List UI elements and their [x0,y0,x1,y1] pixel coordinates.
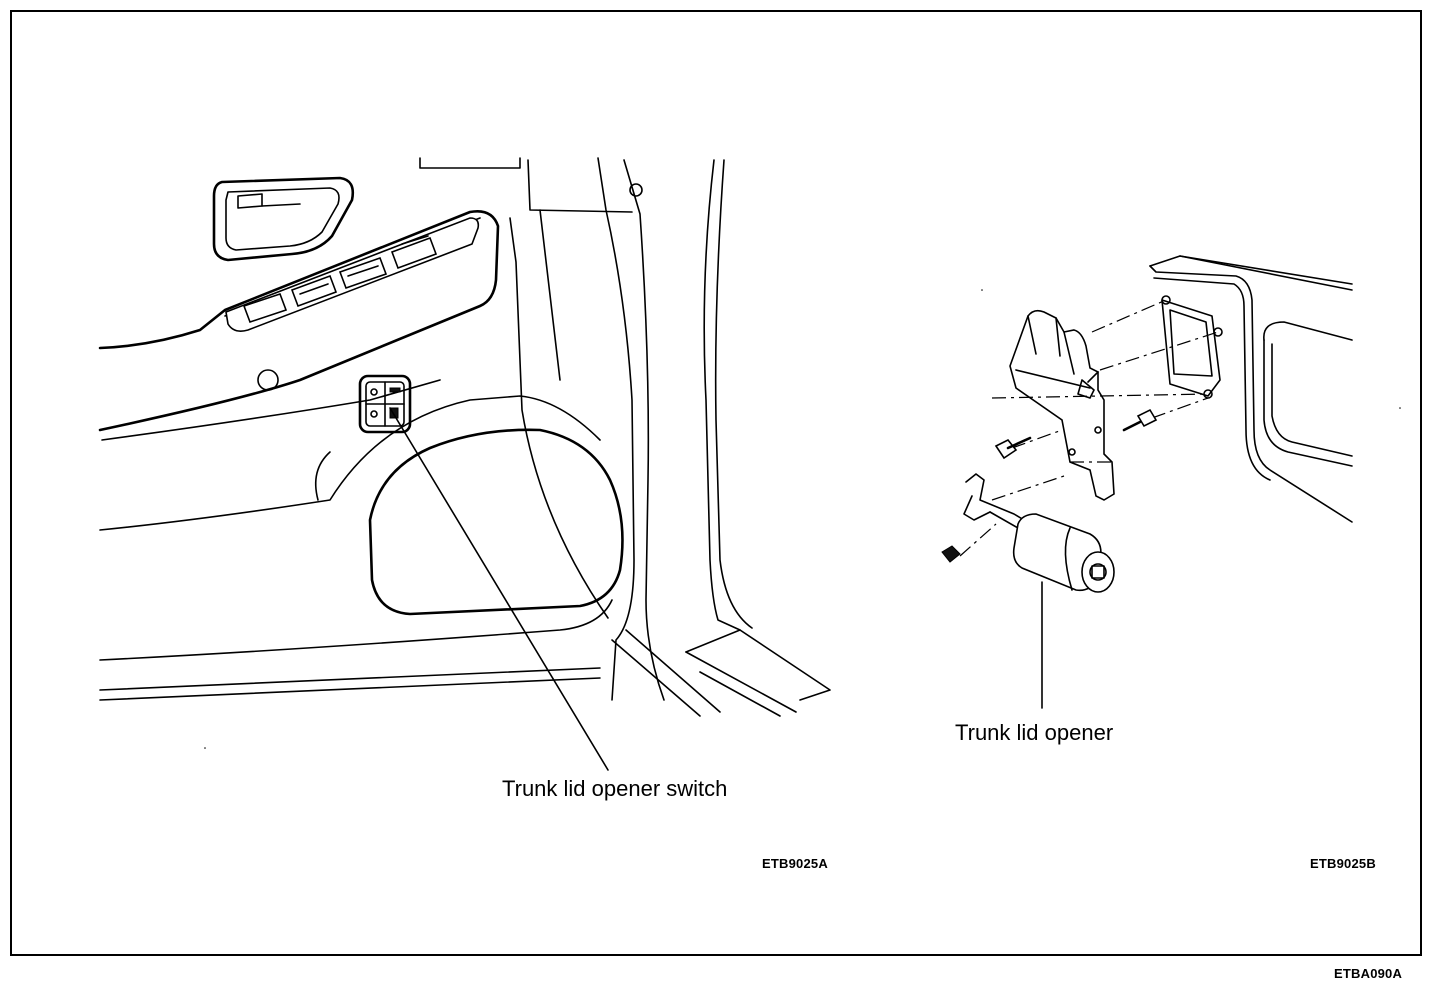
door-trim-illustration [98,157,831,771]
door-pocket [99,217,624,701]
trunk-lid-opener-actuator [963,473,1115,593]
diagram-frame [10,10,1422,956]
trunk-body-panel [1149,255,1353,523]
sheet-code: ETBA090A [1334,966,1403,981]
armrest [98,210,500,441]
latch-bracket [1009,309,1115,501]
switch-label: Trunk lid opener switch [502,776,728,801]
trunk-lid-opener-switch [358,374,412,434]
trunk-opener-illustration [941,255,1353,709]
opener-label: Trunk lid opener [955,720,1114,745]
right-figure-code: ETB9025B [1310,856,1376,871]
assembly-lines [959,299,1219,557]
bolts [941,408,1158,563]
door-frame [419,157,831,717]
left-figure-code: ETB9025A [762,856,828,871]
switch-leader-line [389,407,609,771]
inner-door-handle [212,176,355,262]
